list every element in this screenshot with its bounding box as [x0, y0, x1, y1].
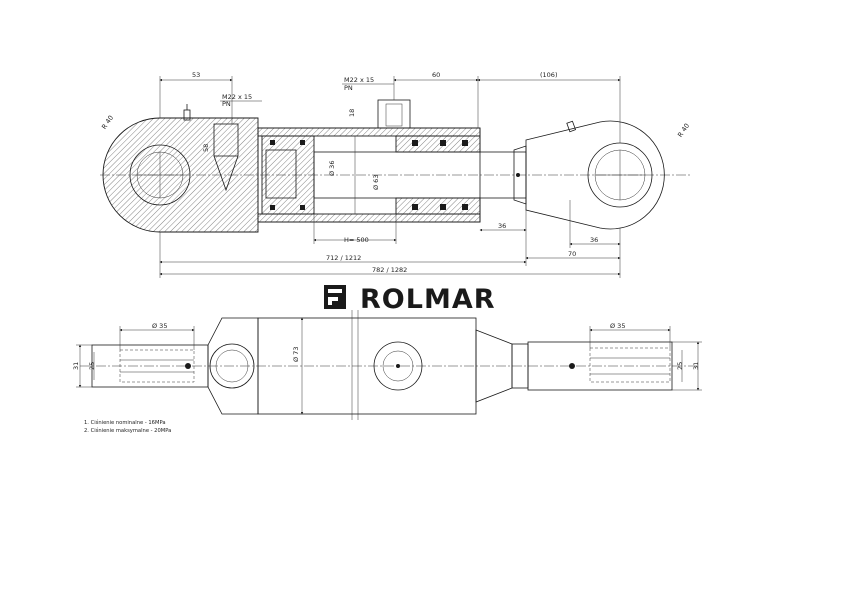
dim-dia63: Ø 63	[372, 175, 380, 190]
note-2: 2. Ciśnienie maksymalne - 20MPa	[84, 427, 171, 434]
left-port	[213, 123, 239, 157]
dim-m22-mid: M22 x 15	[344, 76, 374, 84]
dim-dia73: Ø 73	[292, 347, 300, 362]
left-eye-bore	[129, 144, 191, 206]
piston	[261, 135, 315, 215]
dim-h500: H= 500	[344, 236, 369, 244]
dim-pn-left: PN	[222, 100, 231, 108]
dim-53: 53	[192, 71, 200, 79]
dim-25-left: 25	[88, 362, 96, 370]
right-grease-nipple	[566, 120, 577, 133]
dim-dia36: Ø 36	[328, 161, 336, 176]
middle-port-top	[373, 341, 423, 391]
dim-782: 782 / 1282	[372, 266, 407, 274]
right-clevis-body	[527, 341, 673, 391]
dim-r40-left: R 40	[100, 114, 115, 131]
dim-m22-left: M22 x 15	[222, 93, 252, 101]
dim-31-left: 31	[72, 362, 80, 370]
dim-60: 60	[432, 71, 440, 79]
brand-logo: ROLMAR	[324, 284, 496, 315]
left-pin-hidden	[119, 349, 195, 383]
bottom-exterior-view: Ø 35 Ø 35 Ø 73 31 25 31 25	[72, 310, 702, 420]
dim-36-a: 36	[498, 222, 506, 230]
right-clevis-eye	[525, 120, 665, 230]
dim-712: 712 / 1212	[326, 254, 361, 262]
dim-25-right: 25	[676, 362, 684, 370]
dim-58: 58	[202, 144, 210, 152]
dim-r40-right: R 40	[676, 122, 691, 139]
brand-name: ROLMAR	[360, 284, 496, 315]
right-pin-hidden	[589, 347, 671, 383]
dim-dia35-right: Ø 35	[610, 322, 625, 330]
dim-70: 70	[568, 250, 576, 258]
dim-dia35-left: Ø 35	[152, 322, 167, 330]
dim-106: (106)	[540, 71, 557, 79]
top-section-view: 53 M22 x 15 PN M22 x 15 PN 60 (106) R 40…	[100, 71, 691, 278]
dim-36-b: 36	[590, 236, 598, 244]
notes: 1. Ciśnienie nominalne - 16MPa 2. Ciśnie…	[84, 419, 171, 434]
dim-18: 18	[348, 109, 356, 117]
note-1: 1. Ciśnienie nominalne - 16MPa	[84, 419, 166, 426]
dim-31-right: 31	[692, 362, 700, 370]
rolmar-square-logo-icon	[324, 285, 346, 309]
dim-pn-mid: PN	[344, 84, 353, 92]
